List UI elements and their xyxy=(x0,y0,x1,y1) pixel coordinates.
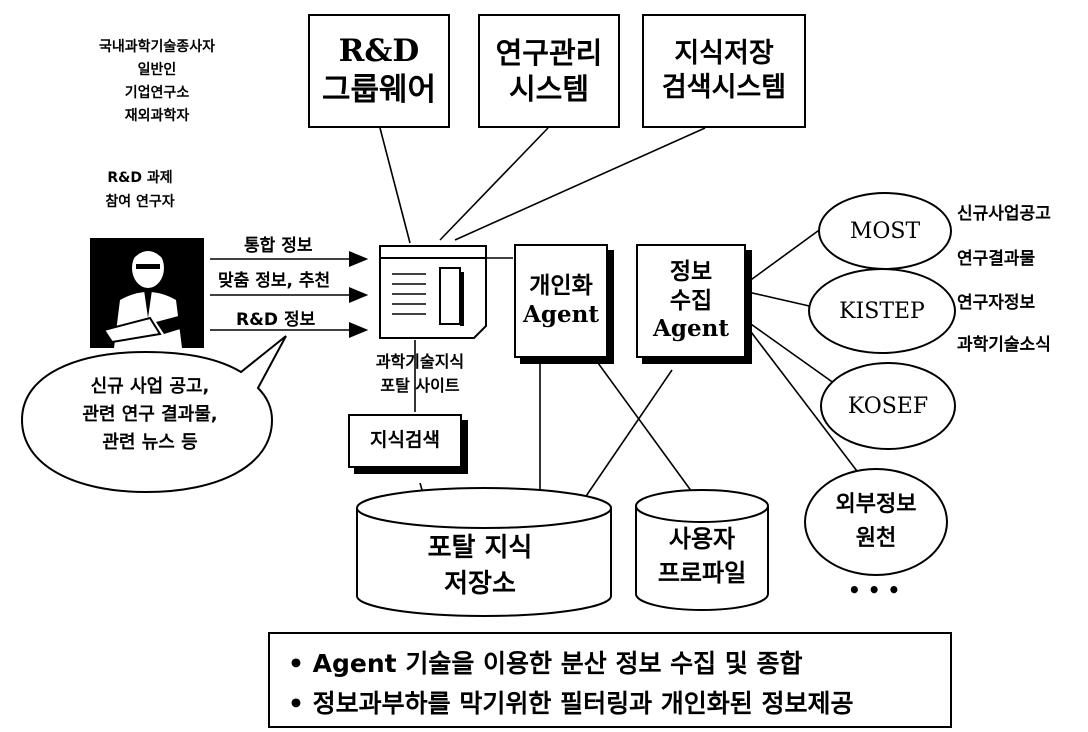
external-source-oval: 외부정보 원천 xyxy=(804,468,948,576)
portal-document-icon xyxy=(379,245,487,339)
speech-line3: 관련 뉴스 등 xyxy=(102,432,198,453)
speech-line1: 신규 사업 공고, xyxy=(90,376,210,397)
speech-line2: 관련 연구 결과물, xyxy=(82,404,218,425)
portal-storage-cylinder xyxy=(356,487,612,617)
portal-storage-line2: 저장소 xyxy=(444,569,516,599)
user-group-line2: 일반인 xyxy=(137,62,177,78)
source-label-science-news: 과학기술소식 xyxy=(957,335,1051,355)
external-source-line1: 외부정보 xyxy=(835,492,917,517)
kosef-oval: KOSEF xyxy=(820,362,956,450)
user-profile-cylinder xyxy=(635,489,769,611)
custom-info-label: 맞춤 정보, 추천 xyxy=(218,271,331,291)
user-group-researcher: R&D 과제 참여 연구자 xyxy=(70,166,210,214)
legend-item-2: • 정보과부하를 막기위한 필터링과 개인화된 정보제공 xyxy=(288,689,854,718)
collect-agent-line3: Agent xyxy=(653,315,729,343)
user-group-line4: 재외과학자 xyxy=(124,108,190,124)
personalization-agent-box: 개인화 Agent xyxy=(514,244,608,358)
rnd-groupware-box: R&D 그룹웨어 xyxy=(308,14,450,128)
rnd-info-label: R&D 정보 xyxy=(236,310,316,330)
summary-legend-box: • Agent 기술을 이용한 분산 정보 수집 및 종합 • 정보과부하를 막… xyxy=(268,632,952,728)
researcher-line1: R&D 과제 xyxy=(107,170,173,186)
personal-agent-line2: Agent xyxy=(523,301,599,328)
user-group-general: 국내과학기술종사자 일반인 기업연구소 재외과학자 xyxy=(62,36,252,128)
source-label-new-business: 신규사업공고 xyxy=(957,204,1051,224)
most-oval: MOST xyxy=(818,192,952,270)
knowledge-store-line1: 지식저장 xyxy=(674,38,774,70)
user-profile-line2: 프로파일 xyxy=(657,559,747,587)
external-source-line2: 원천 xyxy=(855,526,897,551)
integrated-info-label: 통합 정보 xyxy=(244,236,313,256)
research-mgmt-box: 연구관리 시스템 xyxy=(478,14,620,128)
user-group-line3: 기업연구소 xyxy=(124,85,190,101)
source-label-researcher-info: 연구자정보 xyxy=(957,293,1036,313)
user-profile-line1: 사용자 xyxy=(668,525,736,553)
knowledge-store-line2: 검색시스템 xyxy=(661,72,787,103)
portal-label-line2: 포탈 사이트 xyxy=(380,376,460,395)
knowledge-search-label: 지식검색 xyxy=(370,429,440,452)
portal-site-label: 과학기술지식 포탈 사이트 xyxy=(360,350,480,398)
portal-label-line1: 과학기술지식 xyxy=(375,352,465,371)
researcher-illustration xyxy=(90,238,204,348)
legend-item-1: • Agent 기술을 이용한 분산 정보 수집 및 종합 xyxy=(288,649,803,678)
user-group-line1: 국내과학기술종사자 xyxy=(99,39,215,55)
source-label-research-results: 연구결과물 xyxy=(957,249,1036,269)
kistep-oval: KISTEP xyxy=(808,268,956,354)
portal-storage-label: 포탈 지식 저장소 xyxy=(380,530,580,602)
most-label: MOST xyxy=(849,218,921,244)
collection-agent-box: 정보 수집 Agent xyxy=(636,244,746,358)
rnd-groupware-line1: R&D xyxy=(338,33,420,70)
research-mgmt-line2: 시스템 xyxy=(508,72,590,106)
kistep-label: KISTEP xyxy=(839,298,925,324)
more-sources-ellipsis: • • • xyxy=(848,578,901,602)
speech-bubble xyxy=(20,335,287,494)
user-profile-label: 사용자 프로파일 xyxy=(640,522,764,590)
personal-agent-line1: 개인화 xyxy=(529,273,593,300)
knowledge-store-box: 지식저장 검색시스템 xyxy=(642,14,806,128)
collect-agent-line2: 수집 xyxy=(669,287,713,314)
researcher-line2: 참여 연구자 xyxy=(105,194,175,210)
rnd-groupware-line2: 그룹웨어 xyxy=(321,72,437,108)
collect-agent-line1: 정보 xyxy=(669,258,713,285)
speech-bubble-text: 신규 사업 공고, 관련 연구 결과물, 관련 뉴스 등 xyxy=(40,373,260,457)
kosef-label: KOSEF xyxy=(847,393,929,419)
portal-storage-line1: 포탈 지식 xyxy=(427,533,533,563)
research-mgmt-line1: 연구관리 xyxy=(495,35,603,70)
knowledge-search-box: 지식검색 xyxy=(348,414,462,468)
